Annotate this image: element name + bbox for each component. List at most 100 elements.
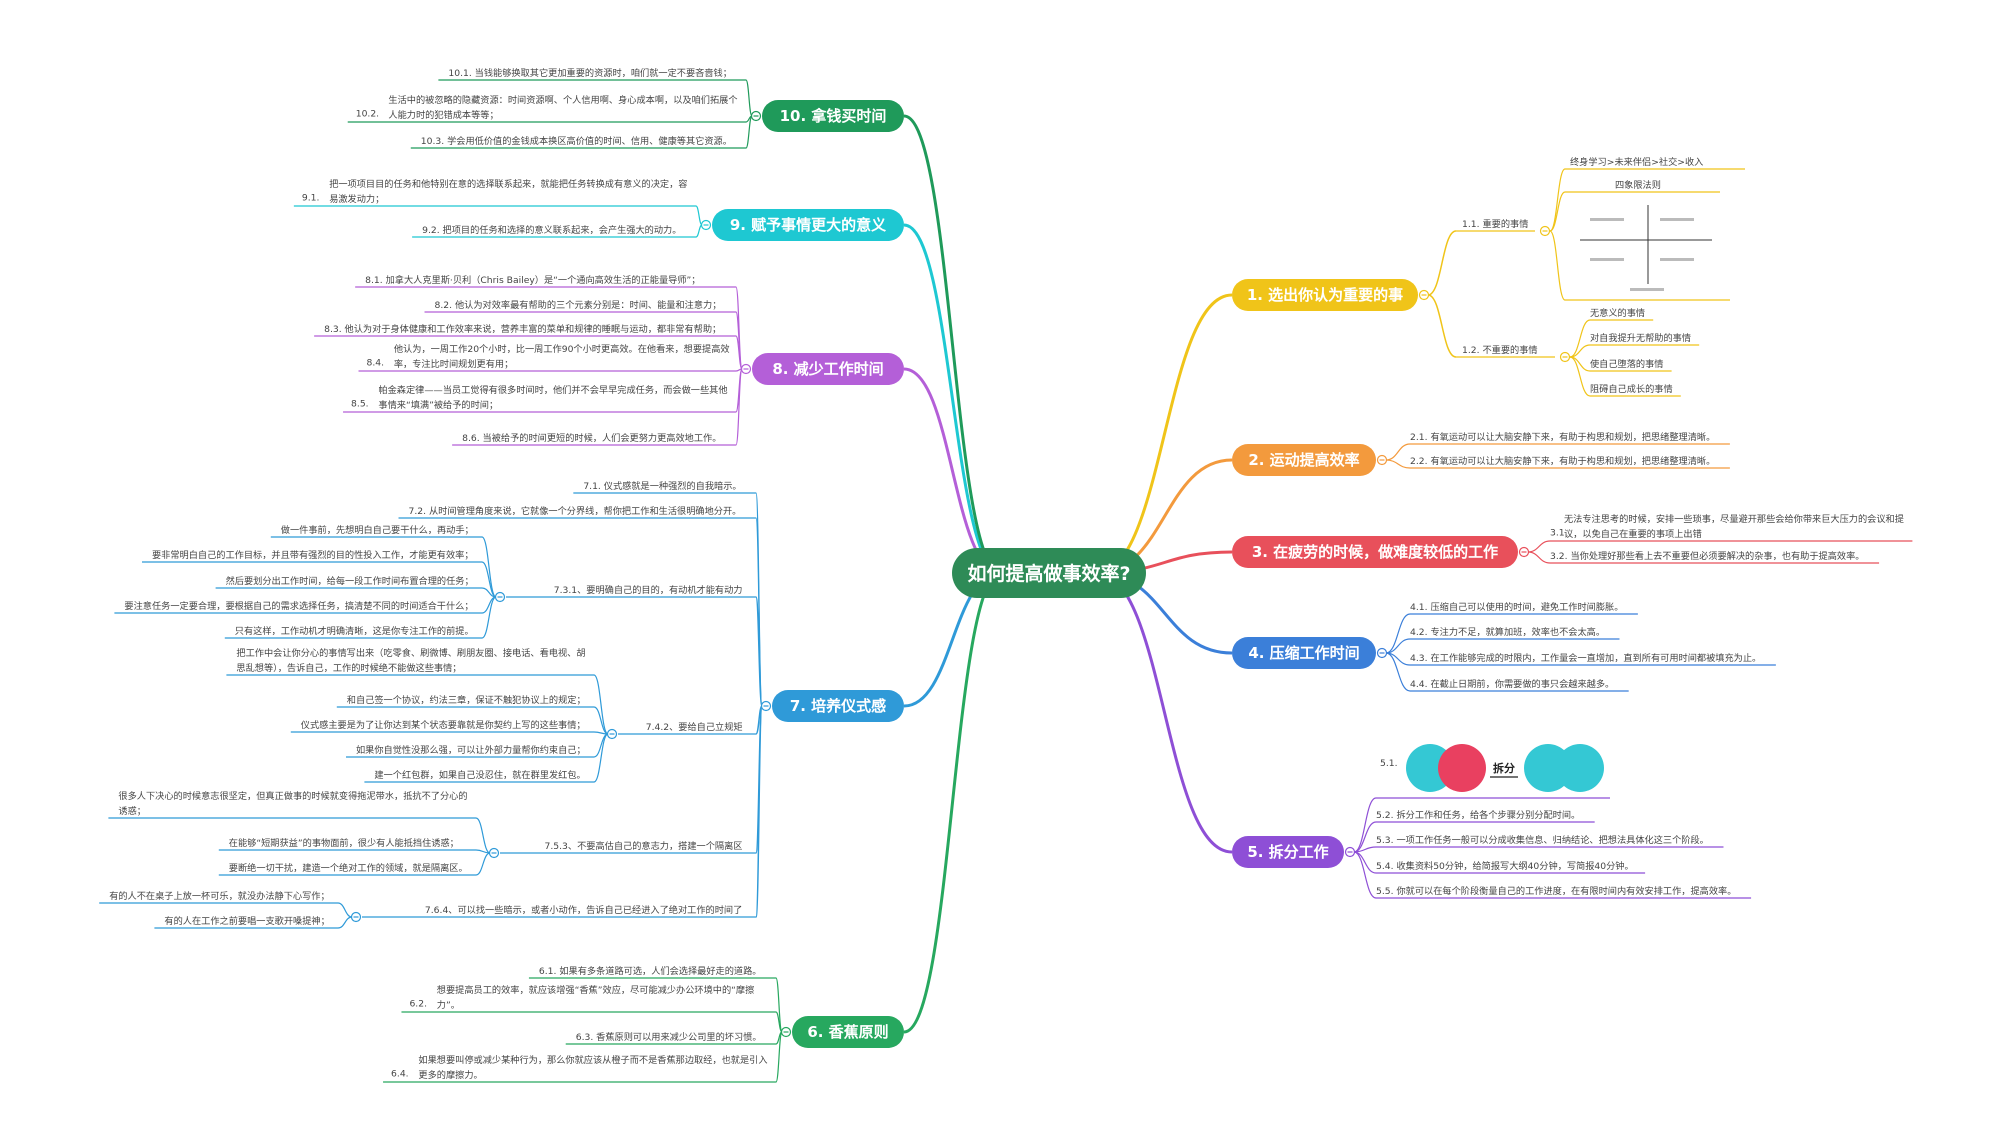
branch-b3[interactable]: 3. 在疲劳的时候，做难度较低的工作 [1232,536,1518,568]
branch-b10[interactable]: 10. 拿钱买时间 [762,100,904,132]
connector-line [1427,230,1457,296]
leaf-text: 有的人在工作之前要唱一支歌开嗓提神； [164,915,329,927]
connector-line [337,902,353,918]
leaf-text: 把工作中会让你分心的事情写出来（吃零食、刷微博、刷朋友圈、接电话、看电视、胡 [236,647,585,659]
branch-b5[interactable]: 5. 拆分工作 [1232,836,1344,868]
branch-b6[interactable]: 6. 香蕉原则 [792,1016,904,1048]
sub-topic-label: 1.1. 重要的事情 [1462,218,1528,230]
branch-box [752,353,904,385]
branch-box [1232,637,1376,669]
connector-line [475,817,491,854]
branch-b8[interactable]: 8. 减少工作时间 [752,353,904,385]
leaf-text: 8.1. 加拿大人克里斯·贝利（Chris Bailey）是“一个通向高效生活的… [365,274,700,286]
connector-line [481,561,497,598]
sub-topic-label: 7.5.3、不要高估自己的意志力，搭建一个隔离区 [545,840,743,852]
branch-label: 7. 培养仪式感 [790,697,886,715]
connector-line [481,596,497,639]
quadrant-frame [1572,200,1720,292]
connector-line [735,368,743,446]
branch-label: 1. 选出你认为重要的事 [1247,286,1403,304]
branch-label: 2. 运动提高效率 [1248,451,1359,469]
leaf-text: 建一个红包群，如果自己没忍住，就在群里发红包。 [374,769,585,781]
connector-line [1385,638,1411,654]
quadrant-caption-mark [1660,218,1694,221]
branch-label: 8. 减少工作时间 [772,360,883,378]
branch-label: 5. 拆分工作 [1247,843,1328,861]
branch-box [712,209,904,241]
branch-box [1232,836,1344,868]
branch-b4[interactable]: 4. 压缩工作时间 [1232,637,1376,669]
leaf-text: 如果你自觉性没那么强，可以让外部力量帮你约束自己； [356,744,586,756]
leaf-text: 6.3. 香蕉原则可以用来减少公司里的坏习惯。 [576,1031,762,1043]
sub-topic-label: 1.2. 不重要的事情 [1462,344,1538,356]
connector-line [475,852,491,876]
sub-topic-label: 7.3.1、要明确自己的目的，有动机才能有动力 [554,584,743,596]
leaf-text: 8.2. 他认为对效率最有帮助的三个元素分别是：时间、能量和注意力； [435,299,722,311]
connector-line [1385,443,1411,461]
connector-line [593,733,609,783]
branch-b9[interactable]: 9. 赋予事情更大的意义 [712,209,904,241]
quadrant-caption-mark [1660,258,1694,261]
leaf-text: 阻碍自己成长的事情 [1590,383,1673,395]
connector-line [903,114,1002,575]
quadrant-caption-mark [1590,258,1624,261]
connector-line [1549,191,1566,232]
leaf-prefix: 5.1. [1380,758,1398,769]
leaf-text: 易激发动力； [329,193,384,205]
leaf-text: 要注意任务一定要合理，要根据自己的需求选择任务，搞清楚不同的时间适合干什么； [124,600,473,612]
leaf-text: 4.1. 压缩自己可以使用的时间，避免工作时间膨胀。 [1410,601,1623,613]
leaf-prefix: 3.1. [1550,528,1568,539]
leaf-text: 他认为，一周工作20个小时，比一周工作90个小时更高效。在他看来，想要提高效 [394,343,730,355]
connector-line [1353,821,1377,853]
leaf-text: 在能够“短期获益”的事物面前，很少有人能抵挡住诱惑； [229,837,459,849]
central-topic-box [952,548,1146,598]
connector-line [1353,851,1377,899]
leaf-prefix: 8.4. [367,358,385,369]
branch-b1[interactable]: 1. 选出你认为重要的事 [1232,279,1418,311]
leaf-text: 人能力时的犯错成本等等； [388,109,498,121]
sub-topic-label: 7.6.4、可以找一些暗示，或者小动作，告诉自己已经进入了绝对工作的时间了 [425,904,742,916]
leaf-text: 有的人不在桌子上放一杯可乐，就没办法静下心写作； [109,890,330,902]
connector-line [1569,319,1591,358]
leaf-text: 要非常明白自己的工作目标，并且带有强烈的目的性投入工作，才能更有效率； [152,549,474,561]
leaf-text: 和自己签一个协议，约法三章，保证不触犯协议上的规定； [347,694,586,706]
central-topic[interactable]: 如何提高做事效率? [952,548,1146,598]
branch-label: 3. 在疲劳的时候，做难度较低的工作 [1252,543,1498,561]
branch-b2[interactable]: 2. 运动提高效率 [1232,444,1376,476]
leaf-text: 6.1. 如果有多条道路可选，人们会选择最好走的道路。 [539,965,762,977]
leaf-text: 终身学习>未来伴侣>社交>收入 [1570,156,1703,168]
leaf-prefix: 6.2. [409,999,427,1010]
connector-line [755,705,763,918]
connector-line [1385,652,1411,692]
leaf-text: 率，专注比时间规划更有用； [394,358,513,370]
leaf-text: 5.5. 你就可以在每个阶段衡量自己的工作进度，在有限时间内有效安排工作，提高效… [1376,885,1736,897]
quadrant-caption-mark [1590,218,1624,221]
leaf-text: 10.3. 学会用低价值的金钱成本换区高价值的时间、信用、健康等其它资源。 [421,135,732,147]
connector-line [1353,797,1377,853]
leaf-text: 5.3. 一项工作任务一般可以分成收集信息、归纳结论、把想法具体化这三个阶段。 [1376,834,1709,846]
branch-box [1232,444,1376,476]
connector-line [1549,230,1566,301]
leaf-text: 4.3. 在工作能够完成的时限内，工作量会一直增加，直到所有可用时间都被填充为止… [1410,652,1761,664]
leaf-prefix: 10.2. [356,109,379,120]
branch-b7[interactable]: 7. 培养仪式感 [772,690,904,722]
branch-label: 6. 香蕉原则 [807,1023,888,1041]
quadrant-caption-mark [1630,288,1664,291]
leaf-text: 诱惑； [118,805,146,817]
leaf-text: 2.1. 有氧运动可以让大脑安静下来，有助于构思和规划，把思绪整理清晰。 [1410,431,1715,443]
split-illustration-image: 拆分 [1406,744,1604,792]
circle-cyan-right [1556,744,1604,792]
connector-line [1353,851,1377,874]
connector-line [1549,168,1566,232]
leaf-text: 3.2. 当你处理好那些看上去不重要但必须要解决的杂事，也有助于提高效率。 [1550,550,1864,562]
leaf-text: 8.6. 当被给予的时间更短的时候，人们会更努力更高效地工作。 [462,432,721,444]
leaf-text: 然后要划分出工作时间，给每一段工作时间布置合理的任务； [226,575,474,587]
connector-line [745,79,753,117]
leaf-text: 力”。 [437,999,460,1011]
connector-line [1385,459,1411,469]
connector-line [695,224,703,238]
leaf-text: 2.2. 有氧运动可以让大脑安静下来，有助于构思和规划，把思绪整理清晰。 [1410,455,1715,467]
leaf-text: 5.2. 拆分工作和任务，给各个步骤分别分配时间。 [1376,809,1580,821]
quadrant-diagram-image [1572,200,1720,292]
